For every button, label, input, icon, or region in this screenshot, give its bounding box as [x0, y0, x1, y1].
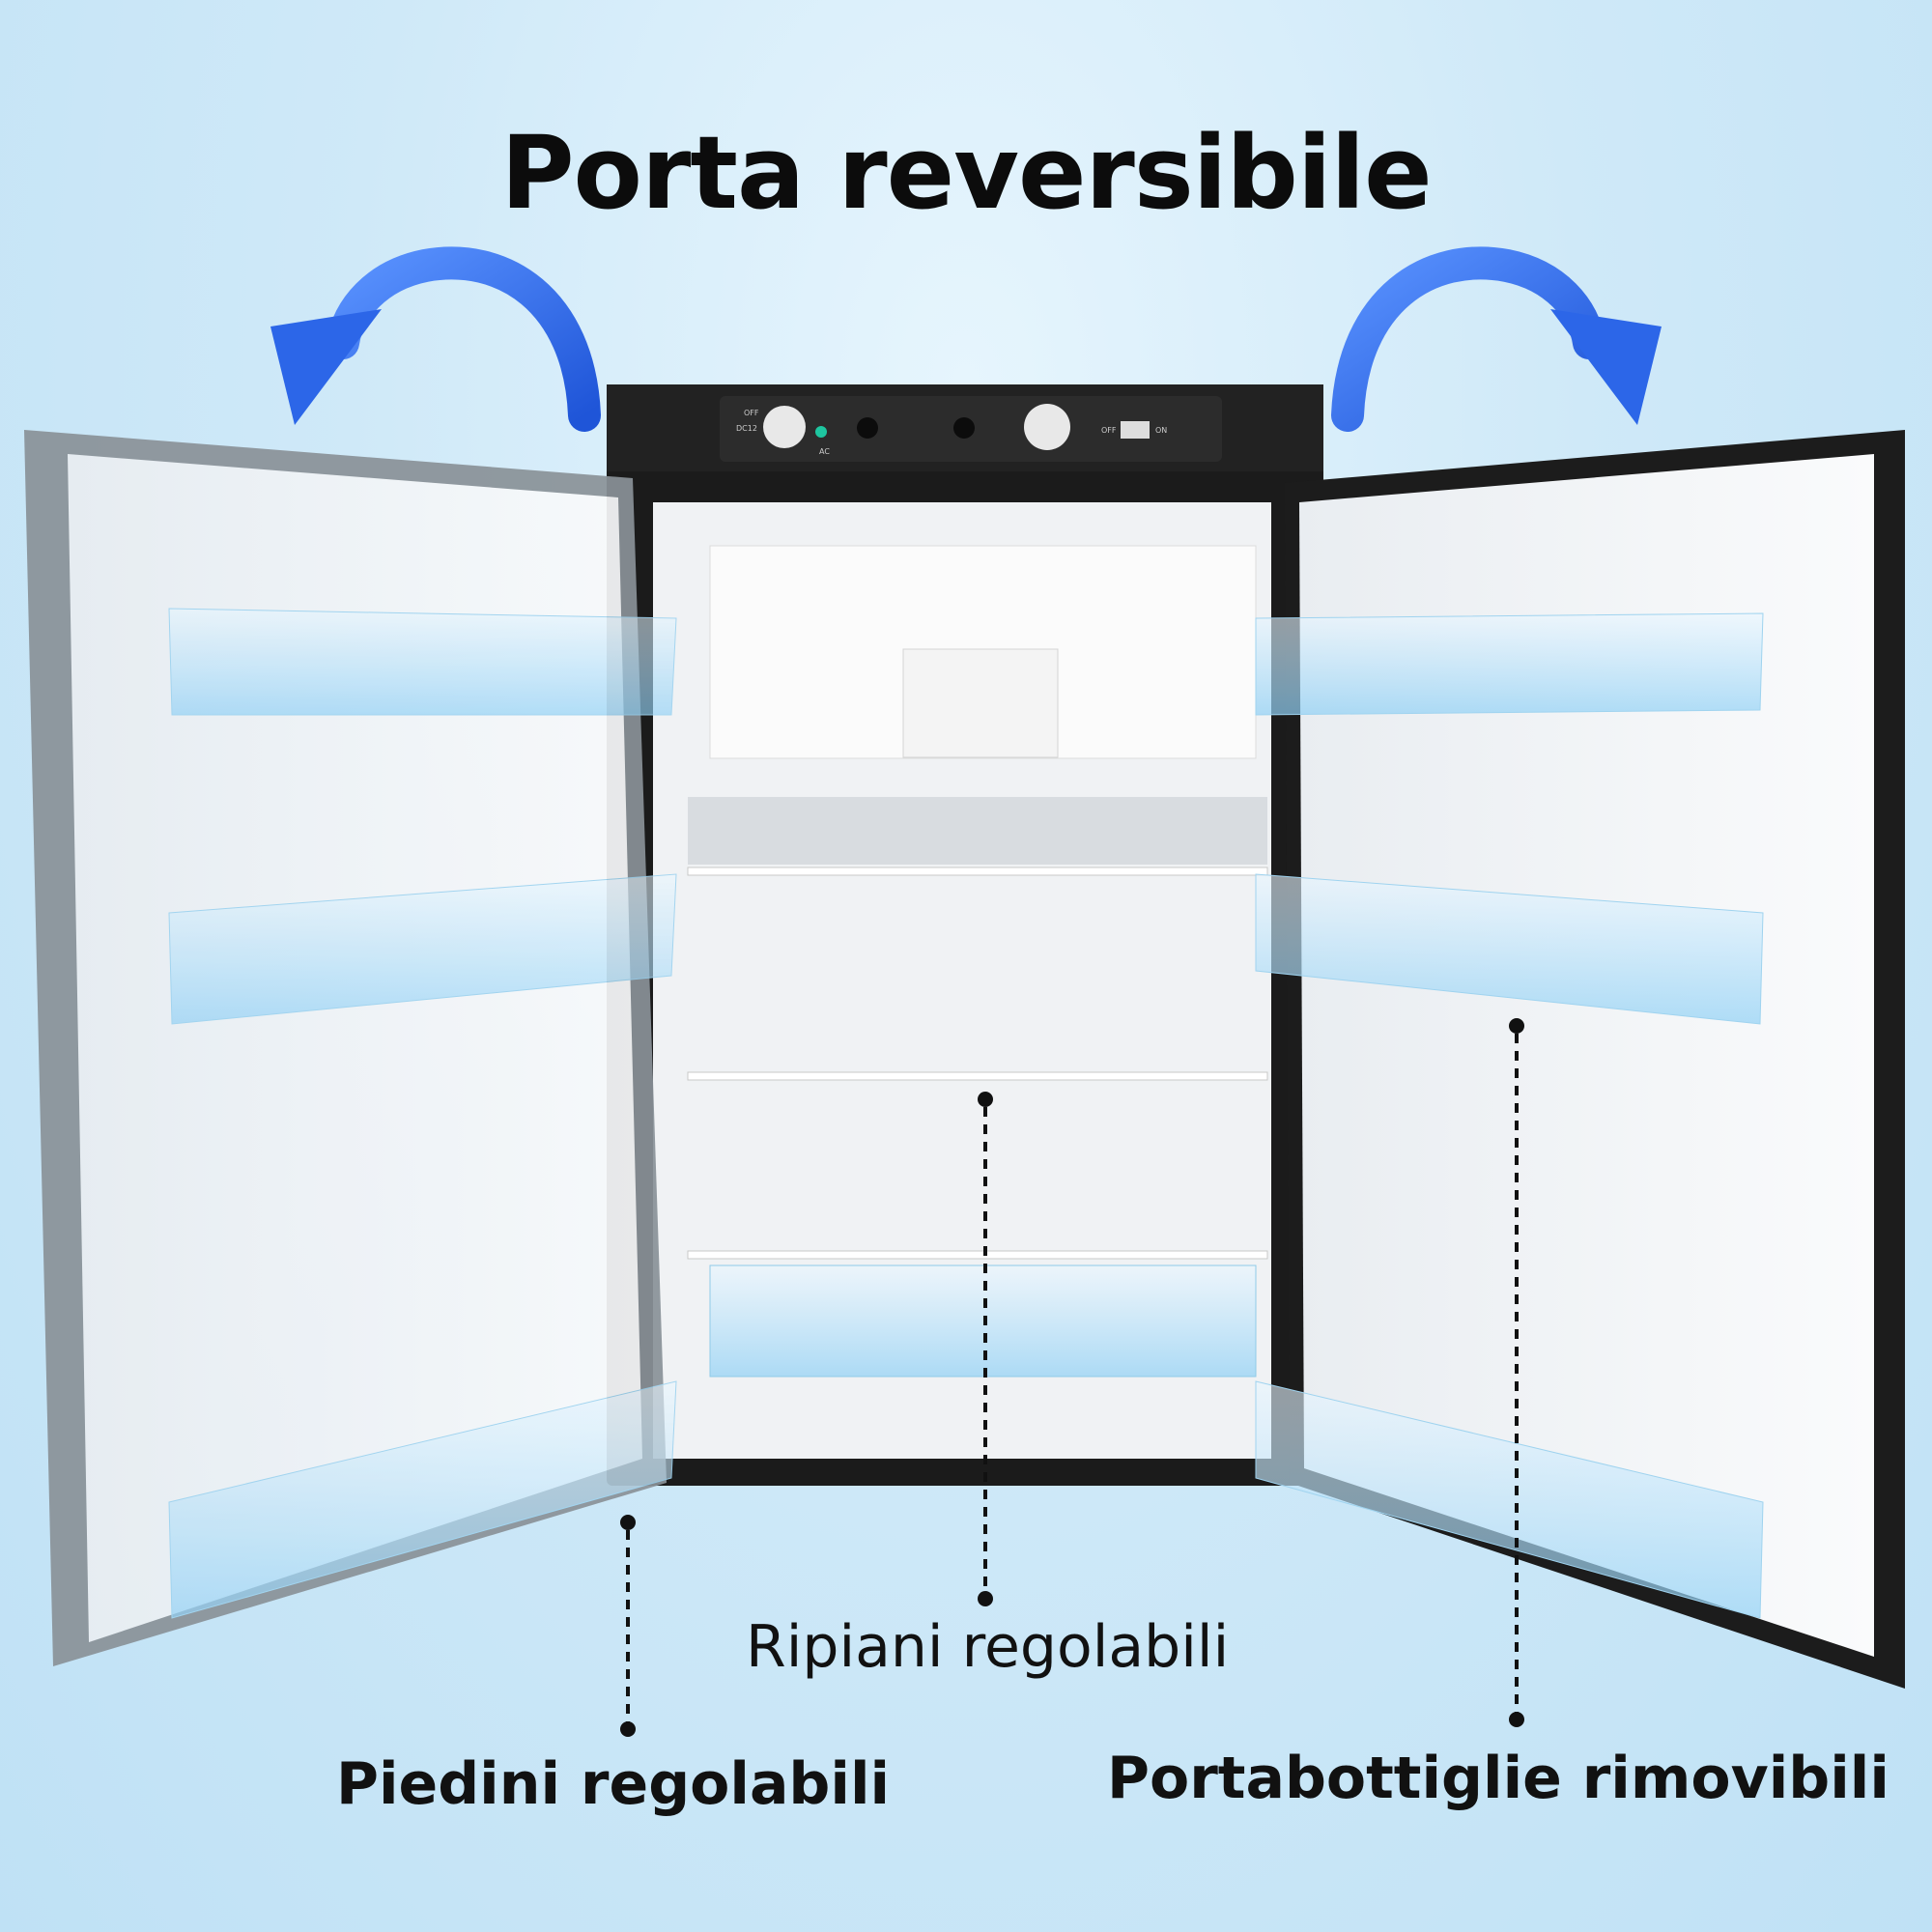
right-rotate-arrow-icon	[1331, 246, 1662, 432]
heading: Porta reversibile	[500, 114, 1432, 232]
power-switch	[1121, 421, 1150, 439]
indicator-led	[815, 426, 827, 438]
thermostat-dial-knob	[1024, 404, 1070, 450]
thermostat-button	[953, 417, 975, 439]
left-dial-knob	[763, 406, 806, 448]
door-bin	[1255, 612, 1764, 716]
door-bin	[168, 608, 677, 716]
left-door	[24, 430, 677, 1666]
wire-shelf	[687, 1071, 1268, 1081]
crisper-drawer	[709, 1264, 1257, 1378]
panel-switch-off-label: OFF	[1101, 426, 1117, 435]
callout-shelves-line	[978, 1092, 993, 1606]
right-door	[1255, 430, 1905, 1689]
panel-switch-on-label: ON	[1155, 426, 1167, 435]
panel-off-label: OFF	[744, 409, 759, 417]
callout-bottle-holders-label: Portabottiglie rimovibili	[1107, 1745, 1889, 1812]
panel-dc12-label: DC12	[736, 424, 757, 433]
panel-ac-label: AC	[819, 447, 830, 456]
ignition-button	[857, 417, 878, 439]
door-bin	[1255, 1380, 1764, 1619]
callout-shelves-label: Ripiani regolabili	[746, 1613, 1230, 1681]
callout-bottle-holders-line	[1509, 1018, 1524, 1727]
fridge-cabinet: OFF DC12 AC OFF ON	[607, 384, 1323, 1486]
wire-shelf	[687, 1250, 1268, 1260]
door-bin	[168, 873, 677, 1025]
callout-feet-label: Piedini regolabili	[336, 1750, 891, 1818]
left-rotate-arrow-icon	[270, 246, 601, 432]
door-bin	[1255, 873, 1764, 1025]
wire-shelf	[687, 867, 1268, 876]
door-bin	[168, 1380, 677, 1619]
cooling-fins	[688, 797, 1267, 865]
callout-feet-line	[620, 1515, 636, 1737]
